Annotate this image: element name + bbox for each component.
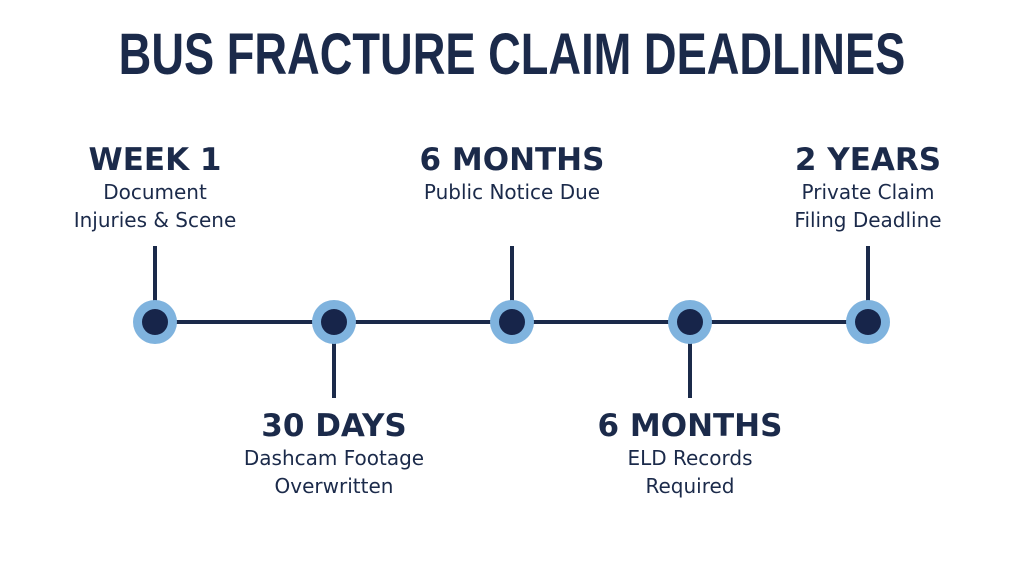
connector-week-1 xyxy=(153,246,157,302)
timeline-node-week-1 xyxy=(133,300,177,344)
connector-2-years xyxy=(866,246,870,302)
milestone-week-1: WEEK 1 Document Injuries & Scene xyxy=(15,142,295,234)
timeline-node-6-months-eld xyxy=(668,300,712,344)
milestone-2-years: 2 YEARS Private Claim Filing Deadline xyxy=(728,142,1008,234)
milestone-30-days: 30 DAYS Dashcam Footage Overwritten xyxy=(194,408,474,500)
milestone-heading: 6 MONTHS xyxy=(419,142,605,178)
milestone-description: Public Notice Due xyxy=(423,180,601,204)
milestone-description: ELD Records Required xyxy=(627,446,753,498)
connector-6-months-public xyxy=(510,246,514,302)
milestone-heading: 2 YEARS xyxy=(794,142,942,178)
milestone-6-months-public: 6 MONTHS Public Notice Due xyxy=(372,142,652,206)
milestone-description: Private Claim Filing Deadline xyxy=(794,180,942,232)
timeline-node-6-months-public xyxy=(490,300,534,344)
milestone-heading: 30 DAYS xyxy=(261,408,407,444)
timeline-node-2-years xyxy=(846,300,890,344)
connector-30-days xyxy=(332,340,336,398)
connector-6-months-eld xyxy=(688,340,692,398)
milestone-heading: WEEK 1 xyxy=(88,142,222,178)
milestone-description: Document Injuries & Scene xyxy=(73,180,237,232)
timeline-node-30-days xyxy=(312,300,356,344)
milestone-description: Dashcam Footage Overwritten xyxy=(243,446,425,498)
diagram-title: BUS FRACTURE CLAIM DEADLINES xyxy=(118,22,906,87)
milestone-6-months-eld: 6 MONTHS ELD Records Required xyxy=(550,408,830,500)
milestone-heading: 6 MONTHS xyxy=(597,408,783,444)
